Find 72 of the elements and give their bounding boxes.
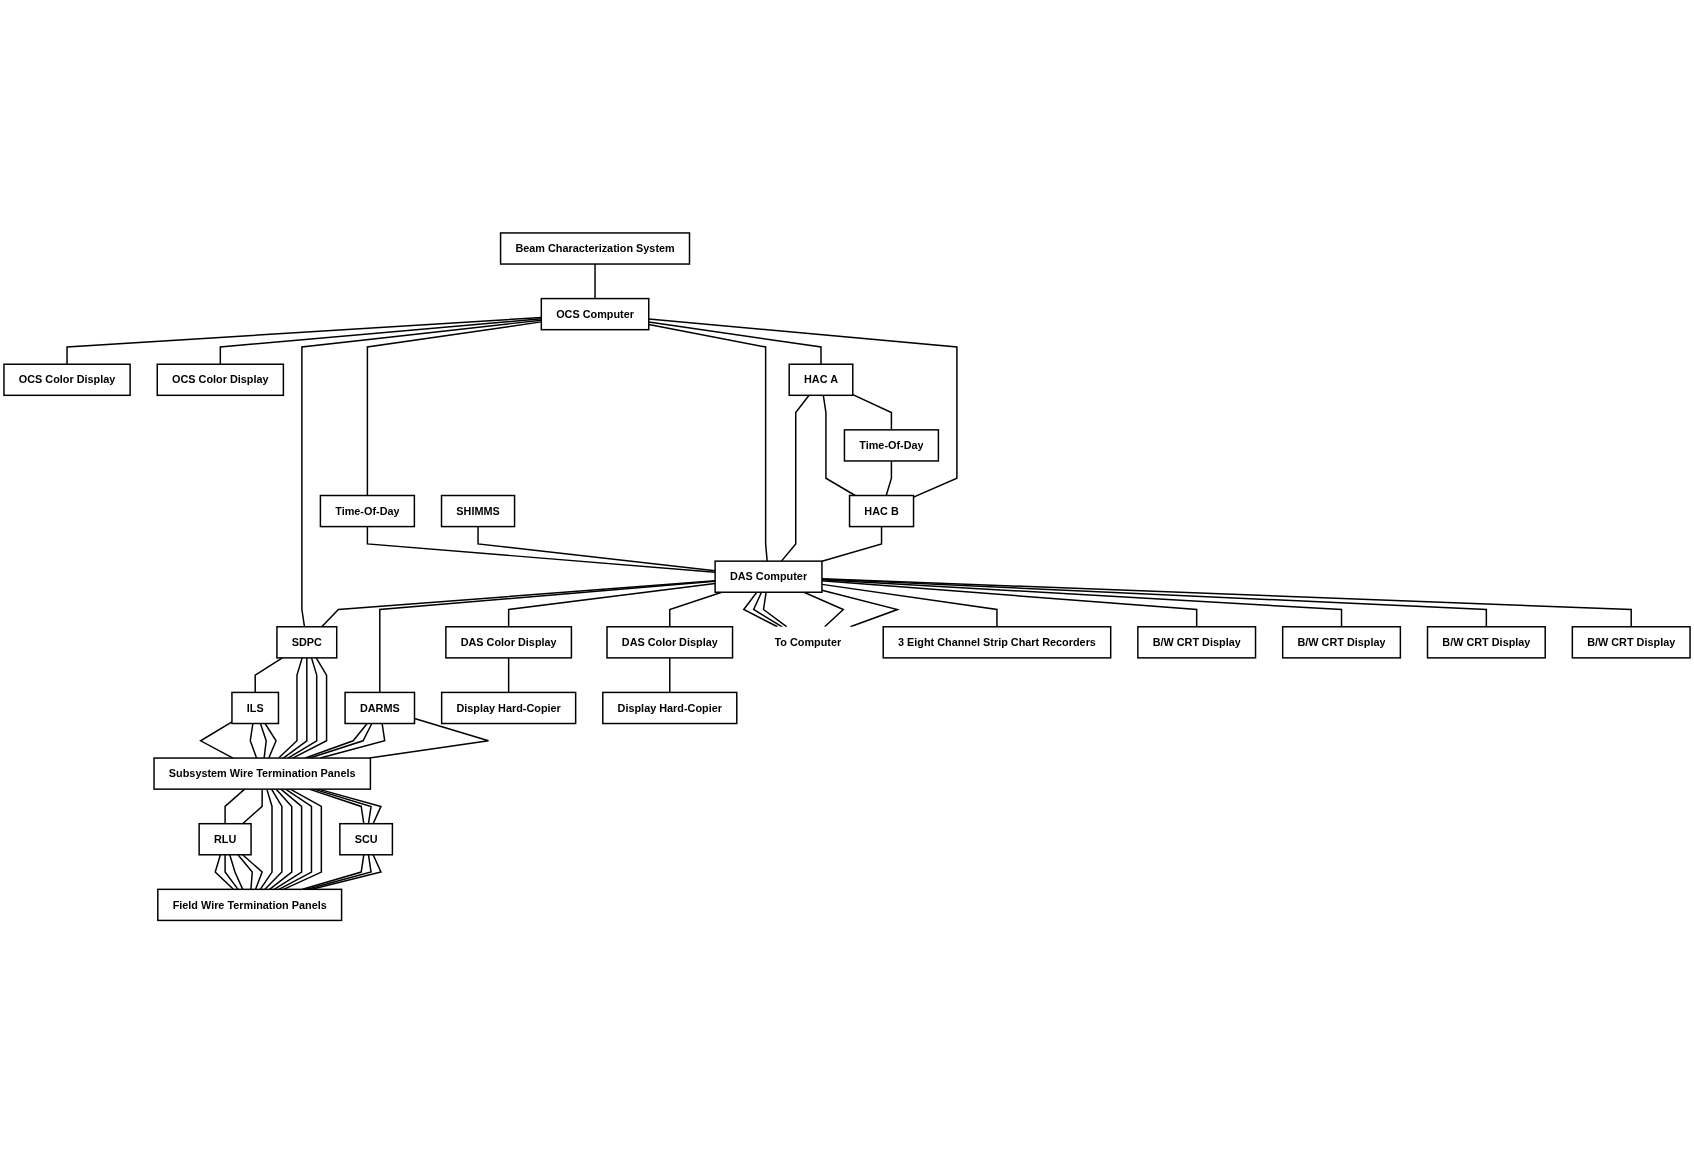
- node-box: B/W CRT Display: [1281, 626, 1402, 659]
- connector: [821, 526, 883, 563]
- connector: [368, 718, 490, 760]
- node-box: OCS Computer: [540, 298, 650, 331]
- node-box: DARMS: [344, 692, 416, 725]
- connector: [822, 394, 856, 497]
- connector: [669, 657, 671, 694]
- connector: [282, 657, 308, 760]
- connector: [803, 591, 845, 628]
- connector: [278, 788, 313, 891]
- node-text: To Computer: [774, 636, 842, 649]
- connector: [273, 788, 303, 891]
- node-box: SHIMMS: [440, 495, 516, 528]
- node-box: HAC B: [848, 495, 915, 528]
- connector: [821, 580, 1198, 628]
- node-box: Field Wire Termination Panels: [157, 888, 343, 922]
- node-box: Time-Of-Day: [319, 495, 416, 528]
- connector: [249, 723, 258, 760]
- connector: [507, 657, 510, 694]
- node-box: DAS Color Display: [445, 626, 573, 659]
- node-box: Display Hard-Copier: [602, 692, 738, 725]
- connector: [594, 263, 596, 300]
- connector: [277, 657, 303, 760]
- connector: [291, 657, 328, 760]
- node-box: DAS Computer: [714, 560, 823, 594]
- node-box: Subsystem Wire Termination Panels: [153, 757, 372, 791]
- connector: [742, 591, 779, 628]
- connector: [287, 657, 318, 760]
- connector: [224, 854, 239, 891]
- node-box: ILS: [231, 692, 280, 725]
- connector: [648, 318, 958, 499]
- node-box: SDPC: [276, 626, 338, 659]
- connector: [821, 578, 1488, 628]
- node-box: RLU: [198, 823, 252, 856]
- connector: [282, 788, 323, 891]
- connector: [821, 583, 998, 628]
- connector: [648, 324, 768, 563]
- connector: [780, 394, 810, 563]
- connector: [264, 788, 283, 891]
- connector: [752, 591, 783, 628]
- node-box: B/W CRT Display: [1426, 626, 1546, 659]
- connector: [301, 854, 365, 891]
- connector: [259, 723, 267, 760]
- connector: [241, 788, 263, 825]
- node-box: OCS Color Display: [3, 363, 131, 397]
- node-box: SCU: [339, 823, 394, 856]
- connector: [321, 580, 716, 628]
- connector: [224, 788, 246, 825]
- node-box: Beam Characterization System: [499, 232, 691, 266]
- connector: [821, 579, 1343, 628]
- node-box: Time-Of-Day: [843, 429, 940, 462]
- node-box: 3 Eight Channel Strip Chart Recorders: [882, 626, 1112, 659]
- node-box: OCS Color Display: [156, 363, 285, 397]
- connector: [259, 788, 273, 891]
- connector: [366, 526, 716, 574]
- connector: [648, 321, 822, 366]
- connector: [379, 580, 716, 694]
- node-box: DAS Color Display: [606, 626, 734, 659]
- connector: [821, 578, 1632, 628]
- node-box: HAC A: [788, 363, 854, 397]
- connector: [237, 854, 254, 891]
- connector: [254, 657, 284, 694]
- node-box: B/W CRT Display: [1571, 626, 1691, 659]
- connector: [507, 583, 716, 628]
- node-box: B/W CRT Display: [1137, 626, 1257, 659]
- connector: [229, 854, 244, 891]
- connector: [264, 723, 277, 760]
- connector: [268, 788, 293, 891]
- node-box: Display Hard-Copier: [440, 692, 577, 725]
- connector: [885, 460, 893, 497]
- connector: [477, 526, 716, 572]
- connector: [852, 394, 893, 431]
